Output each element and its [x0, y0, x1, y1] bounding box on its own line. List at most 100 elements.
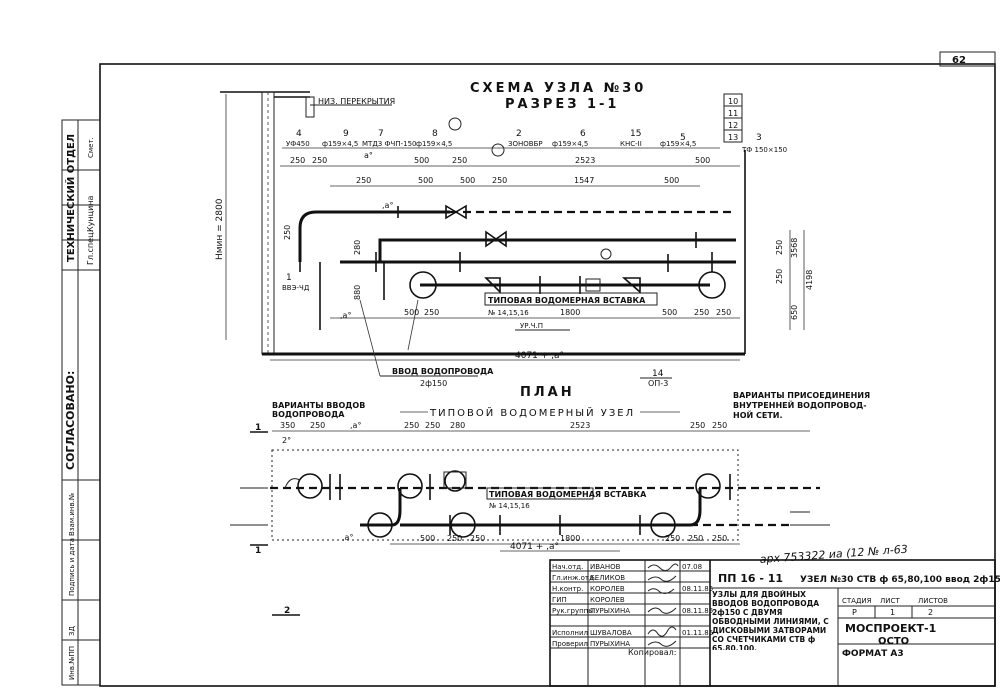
rv-2: 250 — [775, 269, 784, 284]
rv-4: 4198 — [805, 270, 814, 290]
tb-name-4: КОРОЛЕВ — [590, 596, 625, 604]
spec-9: ТФ 150×150 — [741, 146, 787, 154]
rv-5: 650 — [790, 305, 799, 320]
tb-role-5: Рук.группы — [552, 607, 594, 615]
rv-1: 250 — [775, 240, 784, 255]
callout-5: 5 — [680, 133, 686, 143]
strip-note: Смет. — [87, 137, 95, 158]
plan-dims-top: 350 250 250 250 280 2523 250 250 ,а° 2° — [272, 421, 810, 445]
callout-2: 2 — [516, 129, 522, 139]
plan-variants-inlet-1: ВАРИАНТЫ ВВОДОВ — [272, 401, 365, 410]
dim-t1: 250 — [290, 156, 305, 165]
section-insert-label: ТИПОВАЯ ВОДОМЕРНАЯ ВСТАВКА № 14,15,16 18… — [484, 292, 658, 317]
building-structure: НИЗ. ПЕРЕКРЫТИЯ Hмин = 2800 — [215, 91, 746, 356]
callout-14: 14 — [652, 369, 664, 379]
inv-col-4: Взам.инв.№ — [68, 493, 76, 536]
lv-2: 280 — [353, 240, 362, 255]
approval-strip: СОГЛАСОВАНО: ТЕХНИЧЕСКИЙ ОТДЕЛ Гл.спец. … — [61, 119, 101, 481]
sheet-number: 62 — [952, 55, 966, 66]
stage-hdr-3: ЛИСТОВ — [918, 597, 948, 605]
floor-label: НИЗ. ПЕРЕКРЫТИЯ — [318, 97, 395, 106]
tb-role-4: ГИП — [552, 596, 567, 604]
tb-date-5: 08.11.85 — [682, 607, 713, 615]
plan-total: 4071 + ,а° — [510, 542, 559, 552]
spec-4: ф159×4,5 — [416, 140, 452, 148]
dim-t4: 250 — [452, 156, 467, 165]
archive-note: арх 753322 иа (12 № л-63 — [759, 543, 908, 566]
tb-role-7: Исполнил — [552, 629, 588, 637]
cut-mark-3: 2 — [284, 606, 290, 616]
callout-4: 4 — [296, 129, 302, 139]
inventory-strip: Инв.№ПП ЗД Подпись и дата Взам.инв.№ — [61, 479, 101, 686]
op-label: ОП-3 — [648, 379, 668, 388]
plan-title: ПЛАН — [520, 385, 575, 400]
dim-t2: 250 — [312, 156, 327, 165]
plan-two: 2° — [282, 436, 291, 445]
strip-role: Гл.спец. — [86, 230, 95, 265]
spec-5: ЗОНОВБР — [508, 140, 543, 148]
hmin-label: Hмин = 2800 — [215, 198, 225, 260]
pdt-7: 250 — [690, 421, 705, 430]
section-piping — [298, 117, 736, 351]
signature-2 — [647, 575, 677, 582]
tb-name-5: ПУРЫХИНА — [590, 607, 630, 615]
description-text: УЗЛЫ ДЛЯ ДВОЙНЫХ ВВОДОВ ВОДОПРОВОДА 2ф15… — [712, 590, 829, 650]
pdb-1: 500 — [420, 534, 435, 543]
dim-t6: 500 — [695, 156, 710, 165]
inv-col-1: Инв.№ПП — [68, 646, 76, 680]
title-block: Нач.отд. ИВАНОВ 07.08 Гл.инж.отд. БЕЛИКО… — [549, 559, 1000, 687]
pdt-3: 250 — [404, 421, 419, 430]
tb-date-1: 07.08 — [682, 563, 702, 571]
pdt-1: 350 — [280, 421, 295, 430]
signature-3 — [647, 588, 675, 594]
scheme-title: СХЕМА УЗЛА №30 — [470, 81, 646, 96]
signature-8 — [647, 640, 677, 647]
stage-val-2: 1 — [890, 608, 895, 617]
signature-5 — [647, 607, 677, 614]
inv-col-3: Подпись и дата — [68, 538, 76, 596]
dept-label: ТЕХНИЧЕСКИЙ ОТДЕЛ — [64, 134, 77, 262]
tb-role-1: Нач.отд. — [552, 563, 583, 571]
pdt-4: 250 — [425, 421, 440, 430]
spec-7: КНС-II — [620, 140, 642, 148]
plan-headers: ВАРИАНТЫ ВВОДОВ ВОДОПРОВОДА ТИПОВОЙ ВОДО… — [272, 391, 870, 420]
dim-b5: 250 — [716, 308, 731, 317]
lv-1: 250 — [283, 225, 292, 240]
a-mark-3: ,а° — [340, 311, 351, 320]
copied-label: Копировал: — [628, 648, 676, 657]
dim-b4: 250 — [694, 308, 709, 317]
org-dept: ОСТО — [878, 636, 909, 647]
org-name: МОСПРОЕКТ-1 — [845, 622, 936, 635]
lv-3: 880 — [353, 285, 362, 300]
plan-dims-bottom: 500 250 250 1800 250 250 250 4071 + ,а° … — [255, 423, 740, 616]
pdt-6: 2523 — [570, 421, 590, 430]
pdb-5: 250 — [665, 534, 680, 543]
dim-b3: 500 — [662, 308, 677, 317]
pdb-7: 250 — [712, 534, 727, 543]
tb-date-3: 08.11.85 — [682, 585, 713, 593]
callout-8: 8 — [432, 129, 438, 139]
strip-name: Кунцина — [86, 195, 95, 232]
callout-7: 7 — [378, 129, 384, 139]
spec-2: ф159×4,5 — [322, 140, 358, 148]
section-total: 4071 + ,а° — [515, 351, 564, 361]
sheet-number-box — [939, 51, 996, 67]
inlet-diam: 2ф150 — [420, 379, 447, 388]
plan-insert-label: ТИПОВАЯ ВОДОМЕРНАЯ ВСТАВКА № 14,15,16 — [486, 487, 647, 510]
plan-insert-title: ТИПОВАЯ ВОДОМЕРНАЯ ВСТАВКА — [489, 490, 647, 499]
code7-label: ВВЭ-ЧД — [282, 284, 310, 292]
stage-hdr-2: ЛИСТ — [880, 597, 900, 605]
tb-role-8: Проверил — [552, 640, 588, 648]
dim-t5: 2523 — [575, 156, 595, 165]
pdt-2: 250 — [310, 421, 325, 430]
callout-11: 11 — [728, 109, 738, 118]
signature-1 — [647, 563, 679, 572]
agreed-label: СОГЛАСОВАНО: — [64, 371, 77, 470]
callouts: 4 9 7 8 2 6 15 5 3 10 11 12 13 1 14 — [286, 93, 762, 379]
a-mark-2: ,а° — [382, 201, 393, 210]
pdb-3: 250 — [470, 534, 485, 543]
spec-3: МТДЗ ФЧП-150 — [362, 140, 416, 148]
tb-role-2: Гл.инж.отд. — [552, 574, 596, 582]
pdb-4: 1800 — [560, 534, 580, 543]
callout-10: 10 — [728, 97, 738, 106]
